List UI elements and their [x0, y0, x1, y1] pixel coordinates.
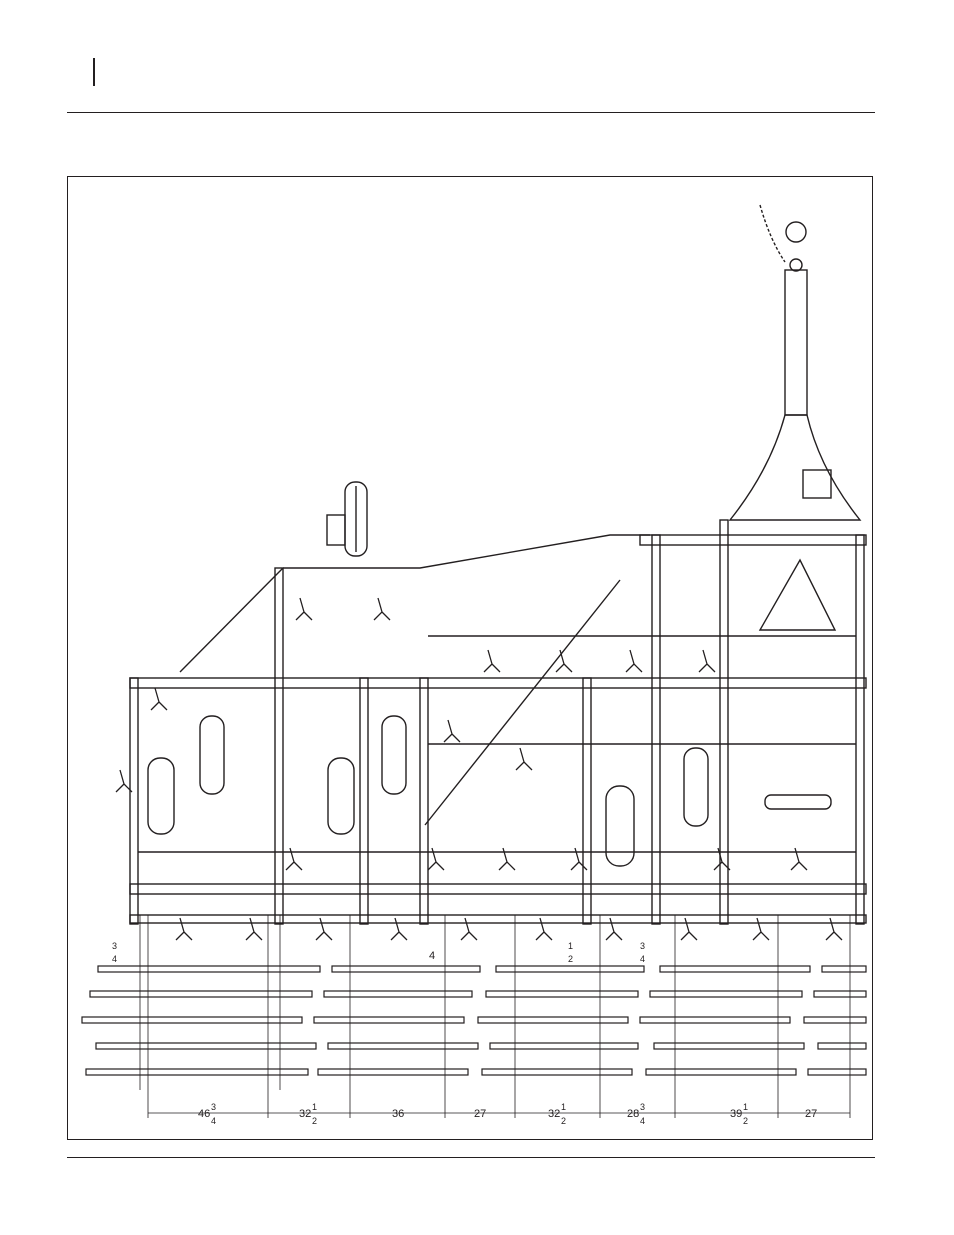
svg-text:2: 2 [312, 1116, 317, 1126]
dimension-label: 27 [474, 1108, 486, 1120]
svg-text:32: 32 [548, 1108, 560, 1120]
dimension-label: 283 4 [627, 1102, 645, 1126]
svg-text:2: 2 [561, 1116, 566, 1126]
svg-text:39: 39 [730, 1108, 742, 1120]
svg-text:46: 46 [198, 1108, 210, 1120]
harrow-bars [82, 966, 866, 1075]
offset-label: 12 [568, 941, 573, 964]
offset-label: 34 [112, 941, 117, 964]
svg-text:2: 2 [568, 954, 573, 964]
svg-text:4: 4 [211, 1116, 216, 1126]
svg-text:1: 1 [743, 1102, 748, 1112]
dimension-label: 391 2 [730, 1102, 748, 1126]
svg-text:2: 2 [743, 1116, 748, 1126]
svg-text:32: 32 [299, 1108, 311, 1120]
svg-text:3: 3 [640, 1102, 645, 1112]
svg-text:1: 1 [561, 1102, 566, 1112]
dimension-label: 27 [805, 1108, 817, 1120]
svg-text:4: 4 [429, 950, 435, 962]
svg-text:3: 3 [112, 941, 117, 951]
svg-text:4: 4 [640, 1116, 645, 1126]
svg-text:1: 1 [568, 941, 573, 951]
svg-text:27: 27 [805, 1108, 817, 1120]
offset-label: 4 [429, 950, 435, 962]
svg-text:4: 4 [112, 954, 117, 964]
dimension-label: 321 2 [299, 1102, 317, 1126]
svg-text:27: 27 [474, 1108, 486, 1120]
dimension-label: 463 4 [198, 1102, 216, 1126]
frame-rails [130, 520, 866, 924]
dimension-label: 321 2 [548, 1102, 566, 1126]
svg-text:4: 4 [640, 954, 645, 964]
offset-label: 34 [640, 941, 645, 964]
dimension-label: 36 [392, 1108, 404, 1120]
svg-text:28: 28 [627, 1108, 639, 1120]
cultivator-shanks [116, 598, 842, 940]
svg-text:36: 36 [392, 1108, 404, 1120]
svg-text:3: 3 [211, 1102, 216, 1112]
hitch-tongue [730, 205, 860, 520]
svg-text:1: 1 [312, 1102, 317, 1112]
offset-labels: 34 4 12 34 [112, 941, 645, 964]
gauge-wheel [327, 482, 367, 556]
svg-text:3: 3 [640, 941, 645, 951]
